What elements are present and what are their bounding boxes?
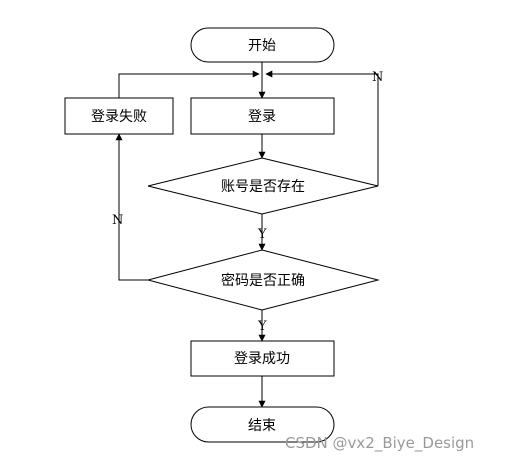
account-exists-label: 账号是否存在 [221,179,305,195]
login-label: 登录 [248,109,276,125]
account-no-label: N [372,70,383,85]
start-label: 开始 [248,38,276,54]
watermark: CSDN @vx2_Biye_Design [285,434,474,453]
end-label: 结束 [248,418,276,434]
login-failed-node: 登录失败 [64,97,174,135]
arrow-account-no-loop [265,70,379,186]
password-no-label: N [112,213,123,228]
password-correct-decision: 密码是否正确 [146,249,380,311]
login-node: 登录 [190,97,335,135]
password-yes-label: Y [257,319,267,334]
account-yes-label: Y [257,227,267,242]
account-exists-decision: 账号是否存在 [147,157,379,215]
end-node: 结束 [190,406,335,443]
start-node: 开始 [190,27,335,63]
login-failed-label: 登录失败 [91,109,147,125]
arrow-password-no [115,133,148,281]
password-correct-label: 密码是否正确 [221,272,305,289]
arrow-failed-to-login [118,70,260,98]
login-success-label: 登录成功 [234,351,290,367]
login-success-node: 登录成功 [190,340,335,377]
